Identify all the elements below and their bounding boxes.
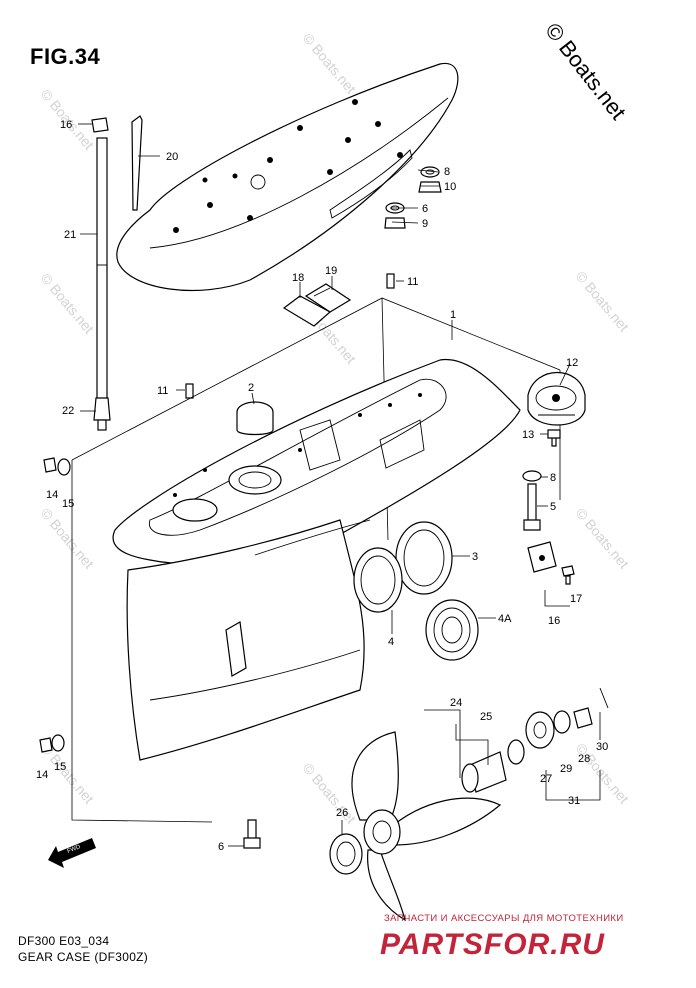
- callout-20: 16: [60, 119, 72, 131]
- callout-12: 12: [566, 357, 578, 369]
- shop-tagline: ЗАПЧАСТИ И АКСЕССУАРЫ ДЛЯ МОТОТЕХНИКИ: [384, 913, 624, 924]
- callout-9: 9: [422, 218, 428, 230]
- callout-14-top: 14: [46, 489, 58, 501]
- bracket: [527, 541, 575, 585]
- pump-housing: [527, 372, 586, 426]
- callout-13: 13: [522, 429, 534, 441]
- shift-rod: [91, 117, 111, 431]
- callout-31: 31: [568, 795, 580, 807]
- callout-8-top: 8: [444, 166, 450, 178]
- dowel-pin: [185, 383, 194, 399]
- callout-19: 19: [325, 265, 337, 277]
- fwd-arrow-icon: FWD: [48, 838, 96, 868]
- callout-24: 24: [450, 697, 462, 709]
- callout-23: 20: [166, 151, 178, 163]
- propeller: [329, 731, 502, 922]
- callout-11-top: 11: [407, 276, 418, 288]
- callout-27: 27: [540, 773, 552, 785]
- callout-25: 25: [480, 711, 492, 723]
- callout-8-mid: 8: [550, 472, 556, 484]
- dowel-pin: [386, 273, 395, 289]
- prop-hardware: [461, 687, 609, 793]
- bolt-washer-left: [39, 457, 71, 753]
- callout-16: 16: [548, 615, 560, 627]
- callout-30: 30: [596, 741, 608, 753]
- wire-clip: [131, 115, 143, 211]
- callout-2: 2: [248, 382, 254, 394]
- bolt: [547, 429, 561, 447]
- callout-22: 22: [62, 405, 74, 417]
- gear-case-body: [112, 358, 521, 761]
- callout-6: 6: [218, 841, 224, 853]
- callout-1: 1: [450, 309, 456, 321]
- callout-15-bottom: 15: [54, 761, 66, 773]
- leader-lines: [78, 123, 601, 847]
- model-code: DF300 E03_034: [18, 934, 110, 948]
- callout-3: 3: [472, 551, 478, 563]
- callout-14-bottom: 14: [36, 769, 48, 781]
- shop-logo[interactable]: PARTSFOR.RU: [380, 928, 605, 961]
- callout-29: 29: [560, 763, 572, 775]
- seals-and-bearing: [353, 521, 479, 661]
- fwd-label: FWD: [67, 844, 83, 855]
- zinc-blocks: [282, 283, 352, 327]
- callout-17: 17: [570, 593, 582, 605]
- callout-26: 26: [336, 807, 348, 819]
- callout-10: 10: [444, 181, 456, 193]
- callout-28: 28: [578, 753, 590, 765]
- callout-7: 6: [422, 203, 428, 215]
- bolt: [523, 483, 541, 531]
- part-labels: 16 20 21 22 8 10 6 9 18 19 11 1 12 11 2 …: [36, 119, 608, 853]
- plate-cover: [116, 62, 459, 292]
- callout-11-mid: 11: [157, 385, 168, 397]
- figure-title: FIG.34: [30, 44, 101, 69]
- callout-4: 4: [388, 636, 394, 648]
- bolt: [243, 819, 261, 849]
- washer: [522, 470, 542, 482]
- callout-15-top: 15: [62, 498, 74, 510]
- callout-21: 21: [64, 229, 76, 241]
- callout-18: 18: [292, 272, 304, 284]
- callout-5: 5: [550, 501, 556, 513]
- callout-4a: 4A: [498, 613, 512, 625]
- section-name: GEAR CASE (DF300Z): [18, 950, 149, 964]
